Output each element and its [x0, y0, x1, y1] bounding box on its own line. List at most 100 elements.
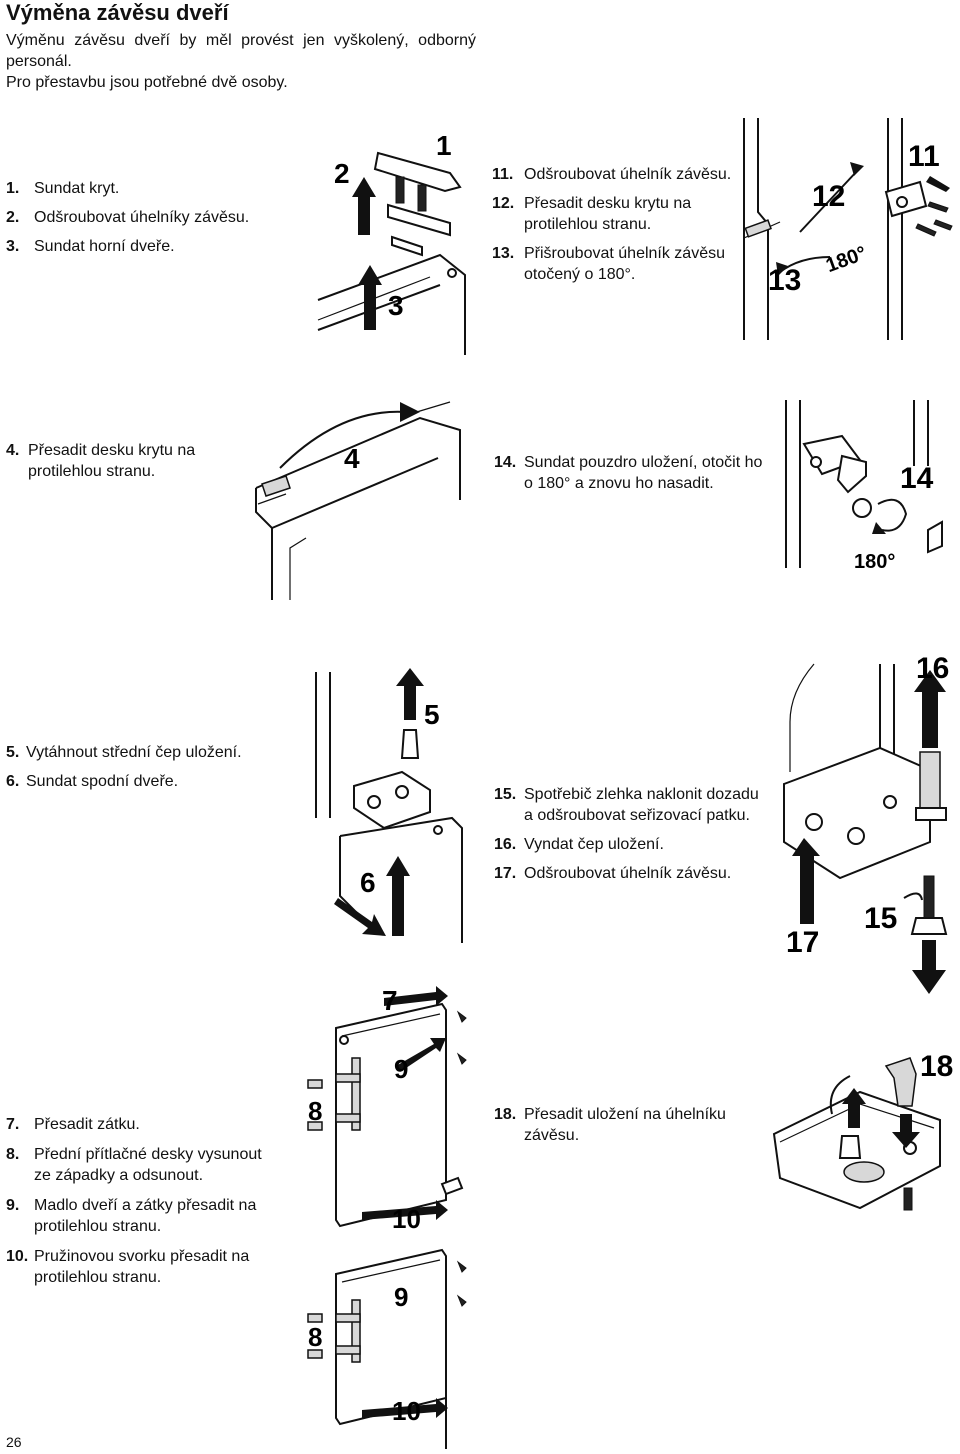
screw-icon	[927, 201, 949, 213]
door-edge	[317, 284, 441, 331]
step-item: 1.Sundat kryt.	[6, 178, 266, 199]
arrow-icon	[362, 1398, 448, 1418]
step-item: 5.Vytáhnout střední čep uložení.	[6, 742, 266, 763]
figure-label: 9	[394, 1282, 408, 1312]
step-text: Přesadit desku krytu na protilehlou stra…	[28, 442, 196, 480]
arrow-down-icon	[892, 1114, 920, 1148]
hinge-bracket-part	[353, 770, 431, 830]
figure-label: 6	[360, 867, 376, 898]
arrow-icon	[362, 1200, 448, 1220]
step-text: Sundat pouzdro uložení, otočit ho o 180°…	[524, 454, 763, 492]
step-text: Sundat spodní dveře.	[26, 773, 179, 790]
figure-label: 9	[394, 1054, 408, 1084]
screw-icon	[456, 1294, 467, 1307]
cabinet-edge	[271, 457, 439, 529]
upper-door-outline	[335, 1002, 447, 1228]
hinge-hole-icon	[805, 813, 823, 831]
cabinet-top-edge	[317, 253, 466, 355]
steps-18: 18.Přesadit uložení na úhelníku závěsu.	[494, 1104, 754, 1154]
figure-label: 2	[334, 158, 350, 189]
hinge-hole-icon	[395, 785, 409, 799]
intro-text: Výměnu závěsu dveří by měl provést jen v…	[6, 30, 476, 93]
step-number: 15.	[494, 786, 517, 803]
hinge-hole-icon	[367, 795, 381, 809]
steps-7-10: 7.Přesadit zátku. 8.Přední přítlačné des…	[6, 1114, 264, 1297]
figure-label: 11	[908, 140, 940, 173]
step-item: 2. Odšroubovat úhelníky závěsu.	[6, 207, 266, 228]
cabinet-edge	[757, 118, 769, 340]
bearing-bush-rotated-icon	[927, 520, 943, 554]
step-text: Odšroubovat úhelník závěsu.	[524, 865, 732, 882]
figure-label: 12	[812, 180, 845, 213]
figure-cover-plate-move: 4	[255, 401, 461, 600]
screw-icon	[456, 1010, 467, 1023]
hinge-bracket-part	[783, 746, 931, 880]
cabinet-top-edge	[255, 416, 461, 500]
step-text: Přišroubovat úhelník závěsu otočený o 18…	[524, 245, 725, 283]
step-number: 13.	[492, 245, 515, 262]
page-number: 26	[6, 1434, 22, 1450]
step-number: 4.	[6, 442, 20, 459]
screw-icon	[395, 176, 405, 204]
figure-label: 17	[786, 926, 819, 959]
step-item: 15.Spotřebič zlehka naklonit dozadu a od…	[494, 784, 762, 826]
step-item: 14.Sundat pouzdro uložení, otočit ho o 1…	[494, 452, 764, 494]
figure-label: 8	[308, 1096, 322, 1126]
hinge-slot-line	[257, 493, 287, 505]
figure-bearing-bush: 14 180°	[785, 400, 943, 573]
step-number: 6.	[6, 773, 20, 790]
steps-11-13: 11.Odšroubovat úhelník závěsu. 12.Přesad…	[492, 164, 760, 293]
step-item: 18.Přesadit uložení na úhelníku závěsu.	[494, 1104, 754, 1146]
arrow-icon	[926, 176, 950, 192]
angle-label: 180°	[823, 242, 869, 277]
step-text: Přesadit uložení na úhelníku závěsu.	[524, 1106, 726, 1144]
step-item: 4. Přesadit desku krytu na protilehlou st…	[6, 440, 254, 482]
step-number: 5.	[6, 744, 20, 761]
pressure-plate-part	[335, 1113, 361, 1123]
angle-label: 180°	[854, 551, 895, 573]
step-item: 13. Přišroubovat úhelník závěsu otočený o…	[492, 243, 760, 285]
step-text: Pružinovou svorku přesadit na protilehlo…	[34, 1248, 250, 1286]
step-number: 16.	[494, 836, 517, 853]
hinge-hole-icon	[896, 196, 908, 208]
intro-line-1: Výměnu závěsu dveří by měl provést jen v…	[6, 32, 476, 70]
figure-label: 18	[920, 1050, 953, 1083]
door-edge	[341, 1259, 441, 1283]
step-number: 12.	[492, 195, 515, 212]
figure-label: 4	[344, 443, 360, 474]
steps-15-17: 15.Spotřebič zlehka naklonit dozadu a od…	[494, 784, 762, 892]
arrow-up-icon	[914, 670, 946, 748]
figure-doors-swap: 7 9 8 10 9 8 10	[307, 985, 467, 1449]
hinge-pin-part	[919, 751, 941, 809]
step-number: 2.	[6, 209, 20, 226]
step-text: Přesadit zátku.	[34, 1116, 140, 1133]
pin-washer-part	[915, 807, 947, 821]
spring-clip-part	[440, 1176, 464, 1196]
page-title: Výměna závěsu dveří	[6, 0, 229, 25]
step-text: Přesadit desku krytu na protilehlou stra…	[524, 195, 692, 233]
step-text: Odšroubovat úhelníky závěsu.	[34, 209, 250, 226]
arrow-up-icon	[352, 177, 376, 235]
step-number: 17.	[494, 865, 517, 882]
adjustable-foot-part	[910, 917, 948, 935]
hinge-bracket-part	[387, 203, 451, 237]
step-item: 9.Madlo dveří a zátky přesadit na protil…	[6, 1195, 264, 1237]
step-number: 1.	[6, 180, 20, 197]
screw-icon	[456, 1052, 467, 1065]
arrow-up-icon	[386, 856, 410, 936]
hinge-pin-icon	[447, 268, 457, 278]
door-edge	[341, 1013, 441, 1037]
screw-icon	[933, 219, 953, 231]
hinge-hole-icon	[810, 456, 822, 468]
cabinet-edge	[789, 663, 815, 772]
step-number: 11.	[492, 166, 514, 183]
arrow-up-icon	[842, 1088, 866, 1128]
arrow-icon	[776, 262, 788, 276]
figure-label: 5	[424, 699, 440, 730]
arrow-up-icon	[396, 668, 424, 720]
figure-label: 16	[916, 652, 949, 685]
step-item: 17. Odšroubovat úhelník závěsu.	[494, 863, 762, 884]
screw-icon	[915, 223, 937, 237]
door-edge	[289, 537, 307, 600]
step-text: Vyndat čep uložení.	[524, 836, 664, 853]
